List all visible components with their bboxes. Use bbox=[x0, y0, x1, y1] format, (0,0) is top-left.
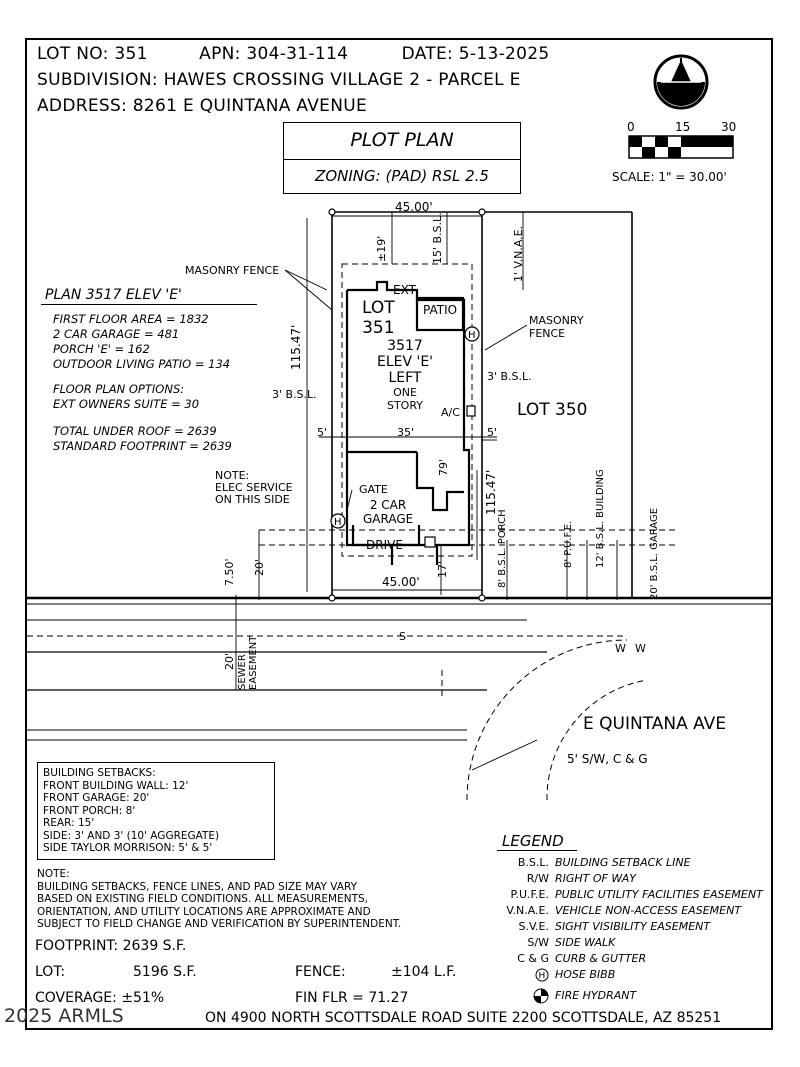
hose-bibb-icon bbox=[464, 326, 480, 342]
dim-left-depth: 115.47' bbox=[289, 324, 303, 370]
address: ADDRESS: 8261 E QUINTANA AVENUE bbox=[37, 96, 368, 116]
dim-15-bsl: 15' B.S.L. bbox=[431, 212, 444, 264]
masonry-fence-right: MASONRY FENCE bbox=[529, 314, 584, 340]
dim-35: 35' bbox=[397, 426, 415, 439]
plot-plan-title: PLOT PLAN bbox=[350, 129, 454, 151]
sewer-symbol: S bbox=[399, 630, 406, 643]
north-arrow-icon bbox=[653, 54, 709, 110]
dim-bottom: 45.00' bbox=[382, 575, 420, 589]
dim-79: 79' bbox=[437, 458, 450, 476]
coverage: COVERAGE: ±51% bbox=[35, 990, 165, 1006]
plan-info-title: PLAN 3517 ELEV 'E' bbox=[45, 287, 182, 303]
plan-info-totals: TOTAL UNDER ROOF = 2639 STANDARD FOOTPRI… bbox=[53, 424, 232, 453]
patio-outline bbox=[415, 296, 465, 332]
legend-title: LEGEND bbox=[502, 832, 564, 850]
hose-symbol-1: H bbox=[468, 330, 476, 341]
hose-bibb-icon: H bbox=[535, 968, 549, 982]
sidewalk-label: 5' S/W, C & G bbox=[567, 752, 648, 766]
dim-19: ±19' bbox=[375, 235, 388, 262]
setbacks-title: BUILDING SETBACKS: bbox=[43, 767, 156, 779]
pufe-label: 8' P.U.F.E. bbox=[563, 520, 574, 568]
dim-5-right: 5' bbox=[487, 426, 498, 439]
hose-bibb-icon bbox=[330, 513, 346, 529]
lot-area-label: LOT: bbox=[35, 964, 66, 980]
water-symbol-1: W bbox=[615, 642, 626, 655]
site-drawing: H H bbox=[27, 208, 771, 800]
footprint: FOOTPRINT: 2639 S.F. bbox=[35, 938, 187, 954]
vnae-label: 1' V.N.A.E. bbox=[512, 225, 525, 282]
ac-label: A/C bbox=[441, 406, 460, 419]
street-name: E QUINTANA AVE bbox=[583, 714, 727, 734]
dim-right-depth: 115.47' bbox=[484, 469, 498, 515]
hose-symbol-2: H bbox=[334, 517, 342, 528]
note-elec: NOTE: ELEC SERVICE ON THIS SIDE bbox=[215, 469, 293, 506]
dim-750: 7.50' bbox=[223, 558, 236, 586]
title-box: PLOT PLAN ZONING: (PAD) RSL 2.5 bbox=[283, 122, 521, 194]
scale-tick-30: 30 bbox=[721, 120, 737, 134]
svg-text:H: H bbox=[539, 972, 546, 982]
dim-top: 45.00' bbox=[395, 200, 433, 214]
plan-info-options: FLOOR PLAN OPTIONS: EXT OWNERS SUITE = 3… bbox=[53, 382, 200, 411]
ext-label: EXT bbox=[393, 283, 416, 297]
fence-label: FENCE: bbox=[295, 964, 346, 980]
subdivision: SUBDIVISION: HAWES CROSSING VILLAGE 2 - … bbox=[37, 70, 521, 90]
water-symbol-2: W bbox=[635, 642, 646, 655]
porch-bsl: 8' B.S.L. PORCH bbox=[497, 509, 508, 588]
scale-label: SCALE: 1" = 30.00' bbox=[612, 170, 727, 184]
house-label: 3517 ELEV 'E' LEFT ONE STORY bbox=[376, 338, 434, 412]
lot-number: LOT NO: 351 bbox=[37, 44, 148, 64]
bsl3-left: 3' B.S.L. bbox=[272, 388, 317, 401]
lot-351-label: LOT 351 bbox=[362, 298, 395, 338]
fence-value: ±104 L.F. bbox=[391, 964, 457, 980]
gate-label: GATE bbox=[359, 483, 388, 496]
dim-20: 20' bbox=[253, 558, 266, 576]
dim-5-left: 5' bbox=[317, 426, 328, 439]
scale-tick-15: 15 bbox=[675, 120, 691, 134]
house-footprint bbox=[345, 280, 471, 547]
footer-address: ON 4900 NORTH SCOTTSDALE ROAD SUITE 2200… bbox=[205, 1010, 722, 1026]
fire-hydrant-icon bbox=[533, 988, 549, 1004]
header-line-1: LOT NO: 351 APN: 304-31-114 DATE: 5-13-2… bbox=[37, 44, 549, 64]
garage-bsl: 20' B.S.L. GARAGE bbox=[649, 507, 660, 600]
setbacks-box: BUILDING SETBACKS: FRONT BUILDING WALL: … bbox=[37, 762, 275, 860]
bsl3-right: 3' B.S.L. bbox=[487, 370, 532, 383]
lot-350-label: LOT 350 bbox=[517, 400, 588, 420]
apn: APN: 304-31-114 bbox=[199, 44, 349, 64]
garage-label: 2 CAR GARAGE bbox=[363, 498, 414, 526]
zoning: ZONING: (PAD) RSL 2.5 bbox=[315, 167, 489, 185]
sewer-dim: 20' bbox=[223, 652, 236, 670]
general-note: NOTE: BUILDING SETBACKS, FENCE LINES, AN… bbox=[37, 868, 402, 930]
lot-area-value: 5196 S.F. bbox=[133, 964, 197, 980]
watermark: 2025 ARMLS bbox=[4, 1005, 124, 1027]
dim-17: 17' bbox=[436, 560, 449, 578]
scale-bar-graphic bbox=[628, 135, 734, 159]
fin-floor: FIN FLR = 71.27 bbox=[295, 990, 409, 1006]
plan-info-areas: FIRST FLOOR AREA = 1832 2 CAR GARAGE = 4… bbox=[53, 312, 231, 371]
drive-label: DRIVE bbox=[366, 538, 403, 552]
scale-tick-0: 0 bbox=[627, 120, 635, 134]
date: DATE: 5-13-2025 bbox=[401, 44, 550, 64]
building-bsl: 12' B.S.L. BUILDING bbox=[595, 469, 606, 568]
plot-plan-sheet: LOT NO: 351 APN: 304-31-114 DATE: 5-13-2… bbox=[25, 38, 773, 1030]
masonry-fence-left: MASONRY FENCE bbox=[185, 264, 280, 277]
patio-label: PATIO bbox=[423, 303, 458, 317]
sewer-easement: SEWER EASEMENT bbox=[237, 635, 259, 690]
